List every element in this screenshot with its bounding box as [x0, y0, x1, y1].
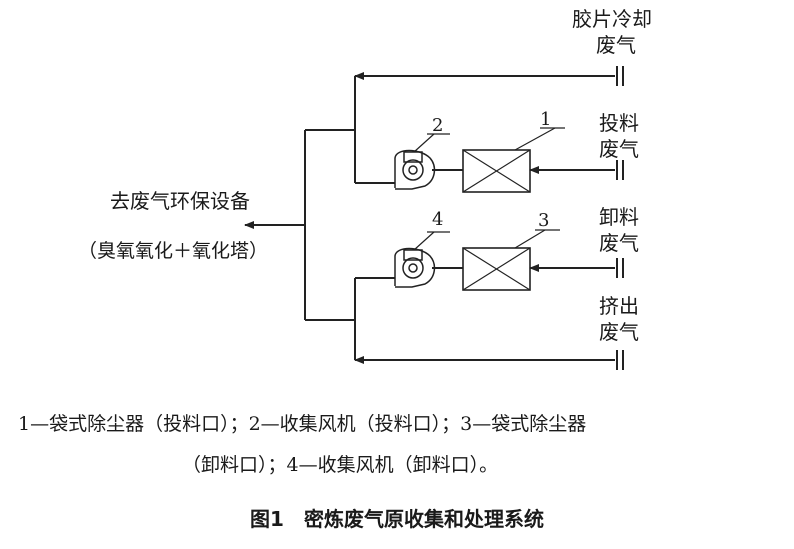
- destination-sublabel: （臭氧氧化＋氧化塔）: [78, 240, 269, 262]
- collection-fan-4: [394, 247, 436, 288]
- component-number-2: 2: [432, 115, 444, 136]
- destination-label: 去废气环保设备: [110, 189, 250, 213]
- leader-2: [413, 133, 435, 153]
- legend-line-2: （卸料口）；4—收集风机（卸料口）。: [182, 454, 499, 476]
- leader-1: [514, 127, 556, 151]
- source-label-film-cooling: 胶片冷却 废气: [572, 7, 652, 57]
- figure-caption: 图1 密炼废气原收集和处理系统: [250, 507, 544, 531]
- component-number-1: 1: [540, 109, 552, 130]
- source-label-extrude: 挤出 废气: [599, 294, 639, 344]
- source-label-feed: 投料 废气: [599, 111, 639, 161]
- leader-3: [514, 229, 546, 249]
- bag-filter-3: [462, 247, 531, 291]
- leader-4: [413, 231, 435, 251]
- collection-fan-2: [394, 149, 436, 190]
- component-number-4: 4: [432, 209, 444, 230]
- bag-filter-1: [462, 149, 531, 193]
- process-diagram: [244, 66, 624, 370]
- source-label-unload: 卸料 废气: [599, 205, 639, 255]
- component-number-3: 3: [538, 210, 550, 231]
- legend-line-1: 1—袋式除尘器（投料口）；2—收集风机（投料口）；3—袋式除尘器: [18, 413, 587, 435]
